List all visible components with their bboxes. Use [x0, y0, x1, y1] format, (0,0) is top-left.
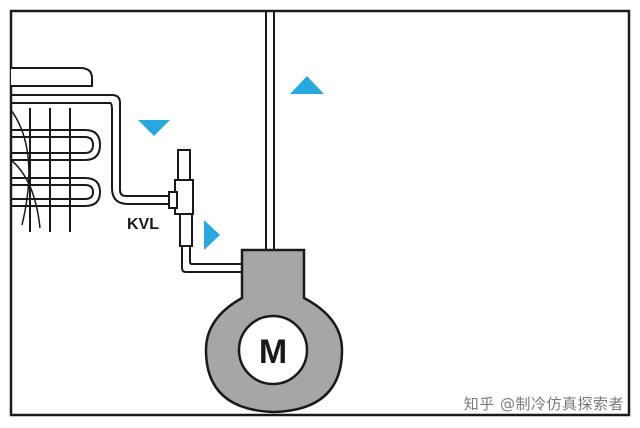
discharge-pipe: [265, 11, 275, 250]
frame-border: [9, 9, 631, 417]
kvl-valve: [168, 149, 194, 247]
evaporator-coil: [10, 67, 178, 232]
suction-pipe: [181, 246, 242, 273]
watermark-text: 知乎 @制冷仿真探索者: [463, 395, 624, 413]
flow-arrow-right: [204, 220, 220, 250]
valve-label: KVL: [127, 216, 159, 233]
motor-label: M: [259, 333, 287, 371]
motor-circle: [237, 314, 309, 386]
flow-arrow-down: [138, 120, 170, 136]
flow-arrow-up: [290, 76, 324, 94]
